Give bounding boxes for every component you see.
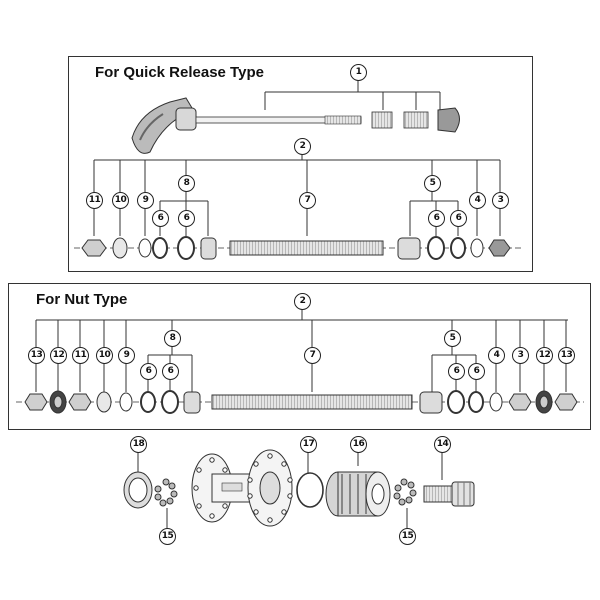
callout-nut-5: 5	[444, 330, 461, 347]
callout-nut-12b: 12	[536, 347, 553, 364]
callout-nut-2: 2	[294, 293, 311, 310]
quick-release-title: For Quick Release Type	[95, 64, 264, 81]
callout-hub-16: 16	[350, 436, 367, 453]
nut-axle-row	[16, 390, 584, 414]
callout-nut-6c: 6	[448, 363, 465, 380]
callout-nut-12a: 12	[50, 347, 67, 364]
callout-qr-9: 9	[137, 192, 154, 209]
callout-qr-6b: 6	[178, 210, 195, 227]
callout-nut-8: 8	[164, 330, 181, 347]
callout-nut-13a: 13	[28, 347, 45, 364]
callout-nut-6b: 6	[162, 363, 179, 380]
callout-qr-5: 5	[424, 175, 441, 192]
callout-qr-6a: 6	[152, 210, 169, 227]
callout-nut-13b: 13	[558, 347, 575, 364]
callout-nut-4: 4	[488, 347, 505, 364]
callout-qr-4: 4	[469, 192, 486, 209]
nut-type-title: For Nut Type	[36, 291, 128, 308]
callout-qr-10: 10	[112, 192, 129, 209]
callout-hub-15a: 15	[159, 528, 176, 545]
callout-nut-9: 9	[118, 347, 135, 364]
callout-qr-6d: 6	[450, 210, 467, 227]
callout-qr-1: 1	[350, 64, 367, 81]
callout-hub-17: 17	[300, 436, 317, 453]
qr-springs-and-nut	[371, 107, 460, 133]
callout-hub-14: 14	[434, 436, 451, 453]
callout-nut-7: 7	[304, 347, 321, 364]
callout-qr-11: 11	[86, 192, 103, 209]
callout-nut-11: 11	[72, 347, 89, 364]
callout-qr-7: 7	[299, 192, 316, 209]
hub-leader-lines	[137, 452, 443, 528]
hub-parts	[123, 449, 475, 527]
qr-leader-lines	[93, 80, 501, 236]
callout-nut-6d: 6	[468, 363, 485, 380]
callout-qr-2: 2	[294, 138, 311, 155]
callout-nut-3: 3	[512, 347, 529, 364]
callout-qr-6c: 6	[428, 210, 445, 227]
callout-nut-10: 10	[96, 347, 113, 364]
qr-axle-row	[74, 236, 522, 260]
callout-hub-15b: 15	[399, 528, 416, 545]
callout-nut-6a: 6	[140, 363, 157, 380]
callout-qr-8: 8	[178, 175, 195, 192]
callout-qr-3: 3	[492, 192, 509, 209]
callout-hub-18: 18	[130, 436, 147, 453]
nut-leader-lines	[35, 308, 568, 392]
qr-skewer	[131, 97, 362, 154]
